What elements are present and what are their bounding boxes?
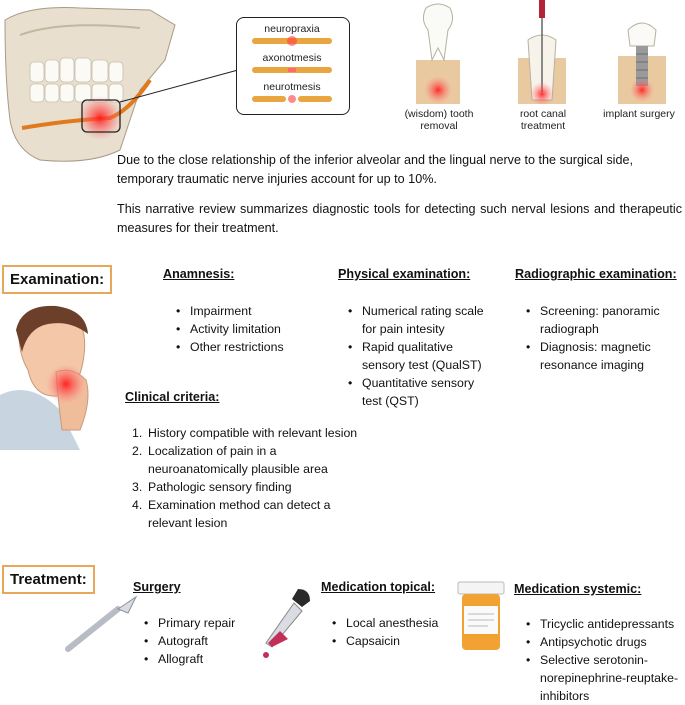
radiographic-exam-heading: Radiographic examination: <box>515 267 677 281</box>
systemic-medication-list: Tricyclic antidepressants Antipsychotic … <box>524 615 679 705</box>
dropper-icon <box>263 589 310 658</box>
systemic-medication-heading: Medication systemic: <box>514 582 642 596</box>
scalpel-icon <box>65 595 138 652</box>
physical-exam-item: Numerical rating scale for pain intesity <box>346 302 496 338</box>
anamnesis-item: Activity limitation <box>174 320 324 338</box>
radiographic-exam-item: Screening: panoramic radiograph <box>524 302 674 338</box>
procedure-label-root-canal: root canal treatment <box>519 108 567 132</box>
systemic-medication-item: Antipsychotic drugs <box>524 633 679 651</box>
procedure-label-implant: implant surgery <box>603 108 675 120</box>
procedure-label-wisdom: (wisdom) tooth removal <box>404 108 474 132</box>
surgery-item: Allograft <box>142 650 292 668</box>
pill-bottle-icon <box>457 581 505 650</box>
implant-icon <box>618 22 666 104</box>
neuropraxia-nerve <box>252 36 332 46</box>
anamnesis-heading: Anamnesis: <box>163 267 235 281</box>
clinical-criteria-item: 1.History compatible with relevant lesio… <box>132 426 358 440</box>
surgery-heading: Surgery <box>133 580 181 594</box>
examination-label: Examination: <box>2 265 113 294</box>
physical-exam-item: Rapid qualitative sensory test (QualST) <box>346 338 496 374</box>
topical-medication-item: Capsaicin <box>330 632 470 650</box>
anamnesis-list: Impairment Activity limitation Other res… <box>174 302 324 356</box>
surgery-item: Autograft <box>142 632 292 650</box>
systemic-medication-item: Selective serotonin-norepinephrine-reupt… <box>524 651 679 705</box>
clinical-criteria-item: 2.Localization of pain in a neuroanatomi… <box>132 444 328 476</box>
physical-exam-list: Numerical rating scale for pain intesity… <box>346 302 496 410</box>
clinical-criteria-item: 3.Pathologic sensory finding <box>132 480 292 494</box>
clinical-criteria-heading: Clinical criteria: <box>125 390 220 404</box>
topical-medication-list: Local anesthesia Capsaicin <box>330 614 470 650</box>
clinical-criteria-item: 4.Examination method can detect a releva… <box>132 498 331 530</box>
radiographic-exam-list: Screening: panoramic radiograph Diagnosi… <box>524 302 674 374</box>
topical-medication-heading: Medication topical: <box>321 580 436 594</box>
root-canal-icon <box>518 0 566 104</box>
treatment-label: Treatment: <box>2 565 95 594</box>
topical-medication-item: Local anesthesia <box>330 614 470 632</box>
neuropraxia-label: neuropraxia <box>264 23 320 35</box>
wisdom-tooth-icon <box>416 3 460 104</box>
radiographic-exam-item: Diagnosis: magnetic resonance imaging <box>524 338 674 374</box>
surgery-item: Primary repair <box>142 614 292 632</box>
intro-paragraph: Due to the close relationship of the inf… <box>117 153 633 186</box>
systemic-medication-item: Tricyclic antidepressants <box>524 615 679 633</box>
clinical-criteria-list: 1.History compatible with relevant lesio… <box>132 424 372 532</box>
physical-exam-heading: Physical examination: <box>338 267 471 281</box>
surgery-list: Primary repair Autograft Allograft <box>142 614 292 668</box>
anamnesis-item: Impairment <box>174 302 324 320</box>
physical-exam-item: Quantitative sensory test (QST) <box>346 374 496 410</box>
axonotmesis-label: axonotmesis <box>262 52 322 64</box>
jaw-illustration <box>4 7 239 162</box>
anamnesis-item: Other restrictions <box>174 338 324 356</box>
patient-pain-illustration <box>0 305 89 450</box>
axonotmesis-nerve <box>252 67 332 73</box>
neurotmesis-nerve <box>252 95 332 103</box>
neurotmesis-label: neurotmesis <box>263 81 321 93</box>
summary-paragraph: This narrative review summarizes diagnos… <box>117 202 682 235</box>
